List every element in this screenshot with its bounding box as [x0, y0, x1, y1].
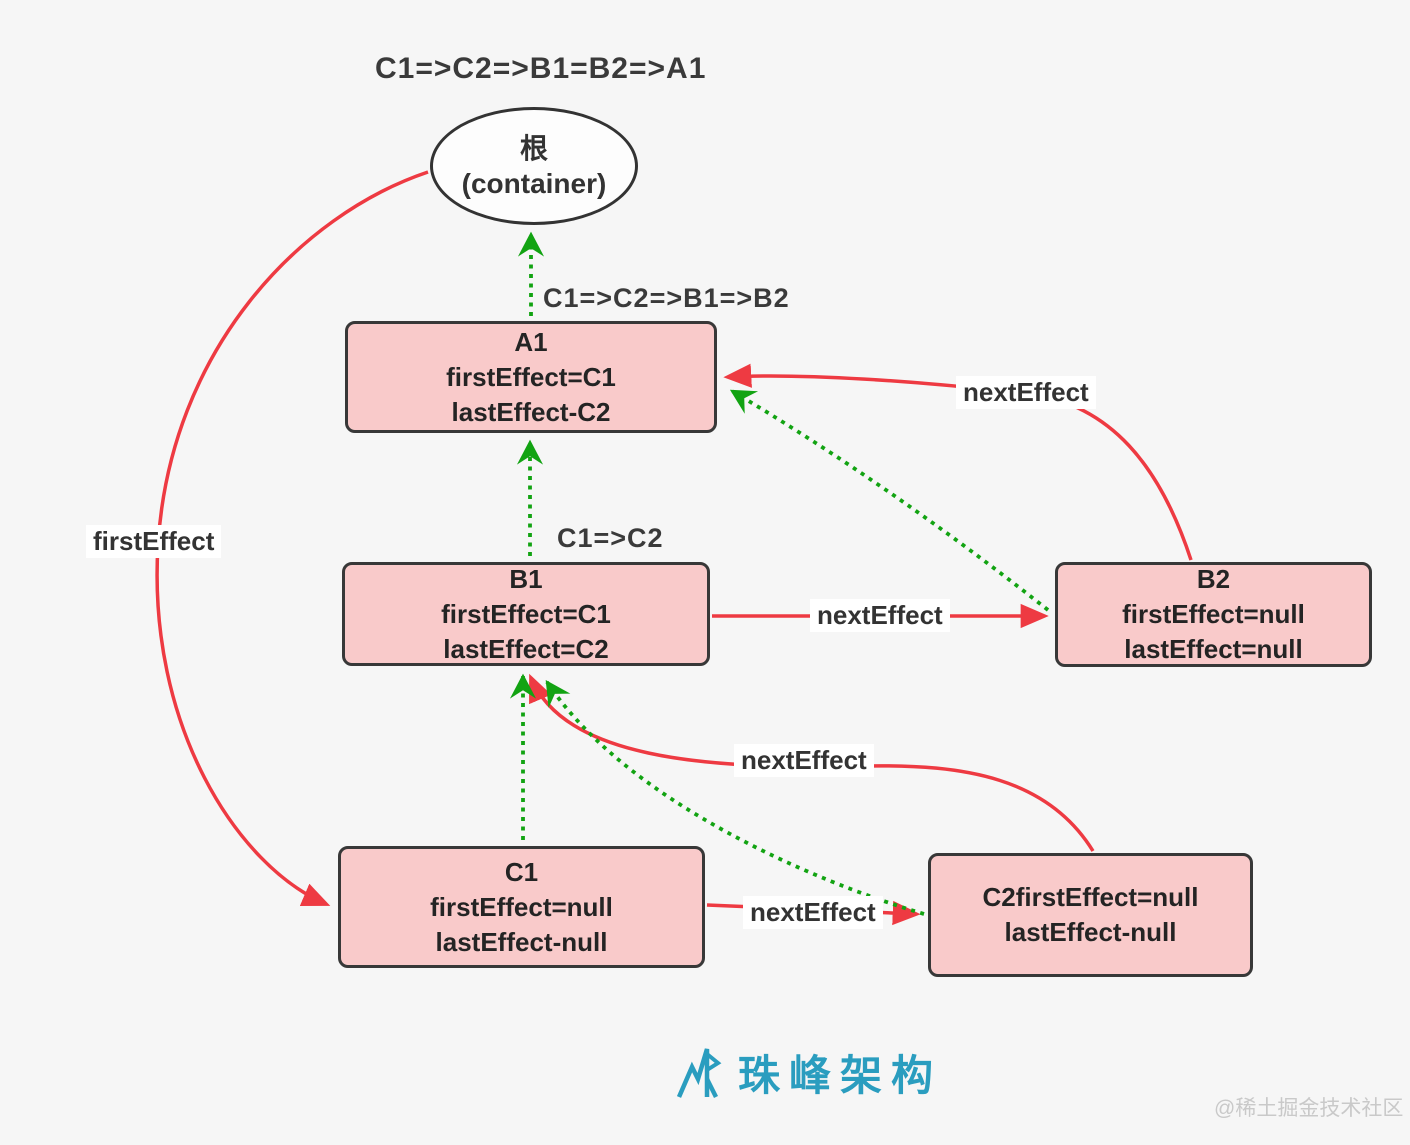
node-c1-lasteffect: lastEffect-null	[435, 926, 608, 957]
node-c1-title: C1	[504, 856, 539, 887]
node-a1-firsteffect: firstEffect=C1	[446, 361, 616, 392]
node-b2-title: B2	[1196, 564, 1231, 594]
node-b2-firsteffect: firstEffect=null	[1122, 599, 1305, 629]
everest-logo: 珠峰架构	[676, 1042, 942, 1103]
edge-label-nexteffect-b1-b2: nextEffect	[810, 599, 950, 632]
node-a1-lasteffect: lastEffect-C2	[451, 396, 611, 427]
node-a1-title: A1	[514, 326, 548, 357]
edge-label-nexteffect-c2-b1: nextEffect	[734, 744, 874, 777]
node-b1: B1 firstEffect=C1 lastEffect=C2	[342, 562, 710, 666]
node-a1: A1 firstEffect=C1 lastEffect-C2	[345, 321, 717, 433]
root-container-node: 根 (container)	[430, 107, 638, 225]
effect-list-sequence-a1: C1=>C2=>B1=>B2	[543, 283, 790, 313]
node-b1-title: B1	[509, 563, 543, 594]
mountain-icon	[676, 1047, 722, 1098]
node-c2-lasteffect: lastEffect-null	[1004, 917, 1177, 947]
effect-list-sequence-root: C1=>C2=>B1=B2=>A1	[375, 52, 707, 85]
edge-label-nexteffect-c1-c2: nextEffect	[743, 896, 883, 929]
edge-label-firsteffect-root-c1: firstEffect	[86, 525, 222, 558]
root-node-title: 根	[519, 133, 548, 164]
node-c2-firsteffect: C2firstEffect=null	[982, 882, 1199, 912]
watermark: @稀土掘金技术社区	[1214, 1097, 1404, 1120]
edge-return-b2-to-a1	[729, 389, 1050, 612]
node-c1-firsteffect: firstEffect=null	[430, 891, 613, 922]
node-c2: C2firstEffect=null lastEffect-null	[928, 853, 1253, 977]
node-b2-lasteffect: lastEffect=null	[1124, 634, 1303, 664]
root-node-subtitle: (container)	[461, 168, 607, 199]
node-b1-lasteffect: lastEffect=C2	[443, 633, 609, 664]
node-b1-firsteffect: firstEffect=C1	[441, 598, 611, 629]
edge-return-c2-to-b1	[545, 680, 925, 916]
edge-label-nexteffect-b2-a1: nextEffect	[956, 376, 1096, 409]
logo-text: 珠峰架构	[738, 1052, 943, 1099]
node-c1: C1 firstEffect=null lastEffect-null	[338, 846, 705, 968]
effect-list-sequence-b1: C1=>C2	[557, 523, 664, 553]
node-b2: B2 firstEffect=null lastEffect=null	[1055, 562, 1372, 667]
